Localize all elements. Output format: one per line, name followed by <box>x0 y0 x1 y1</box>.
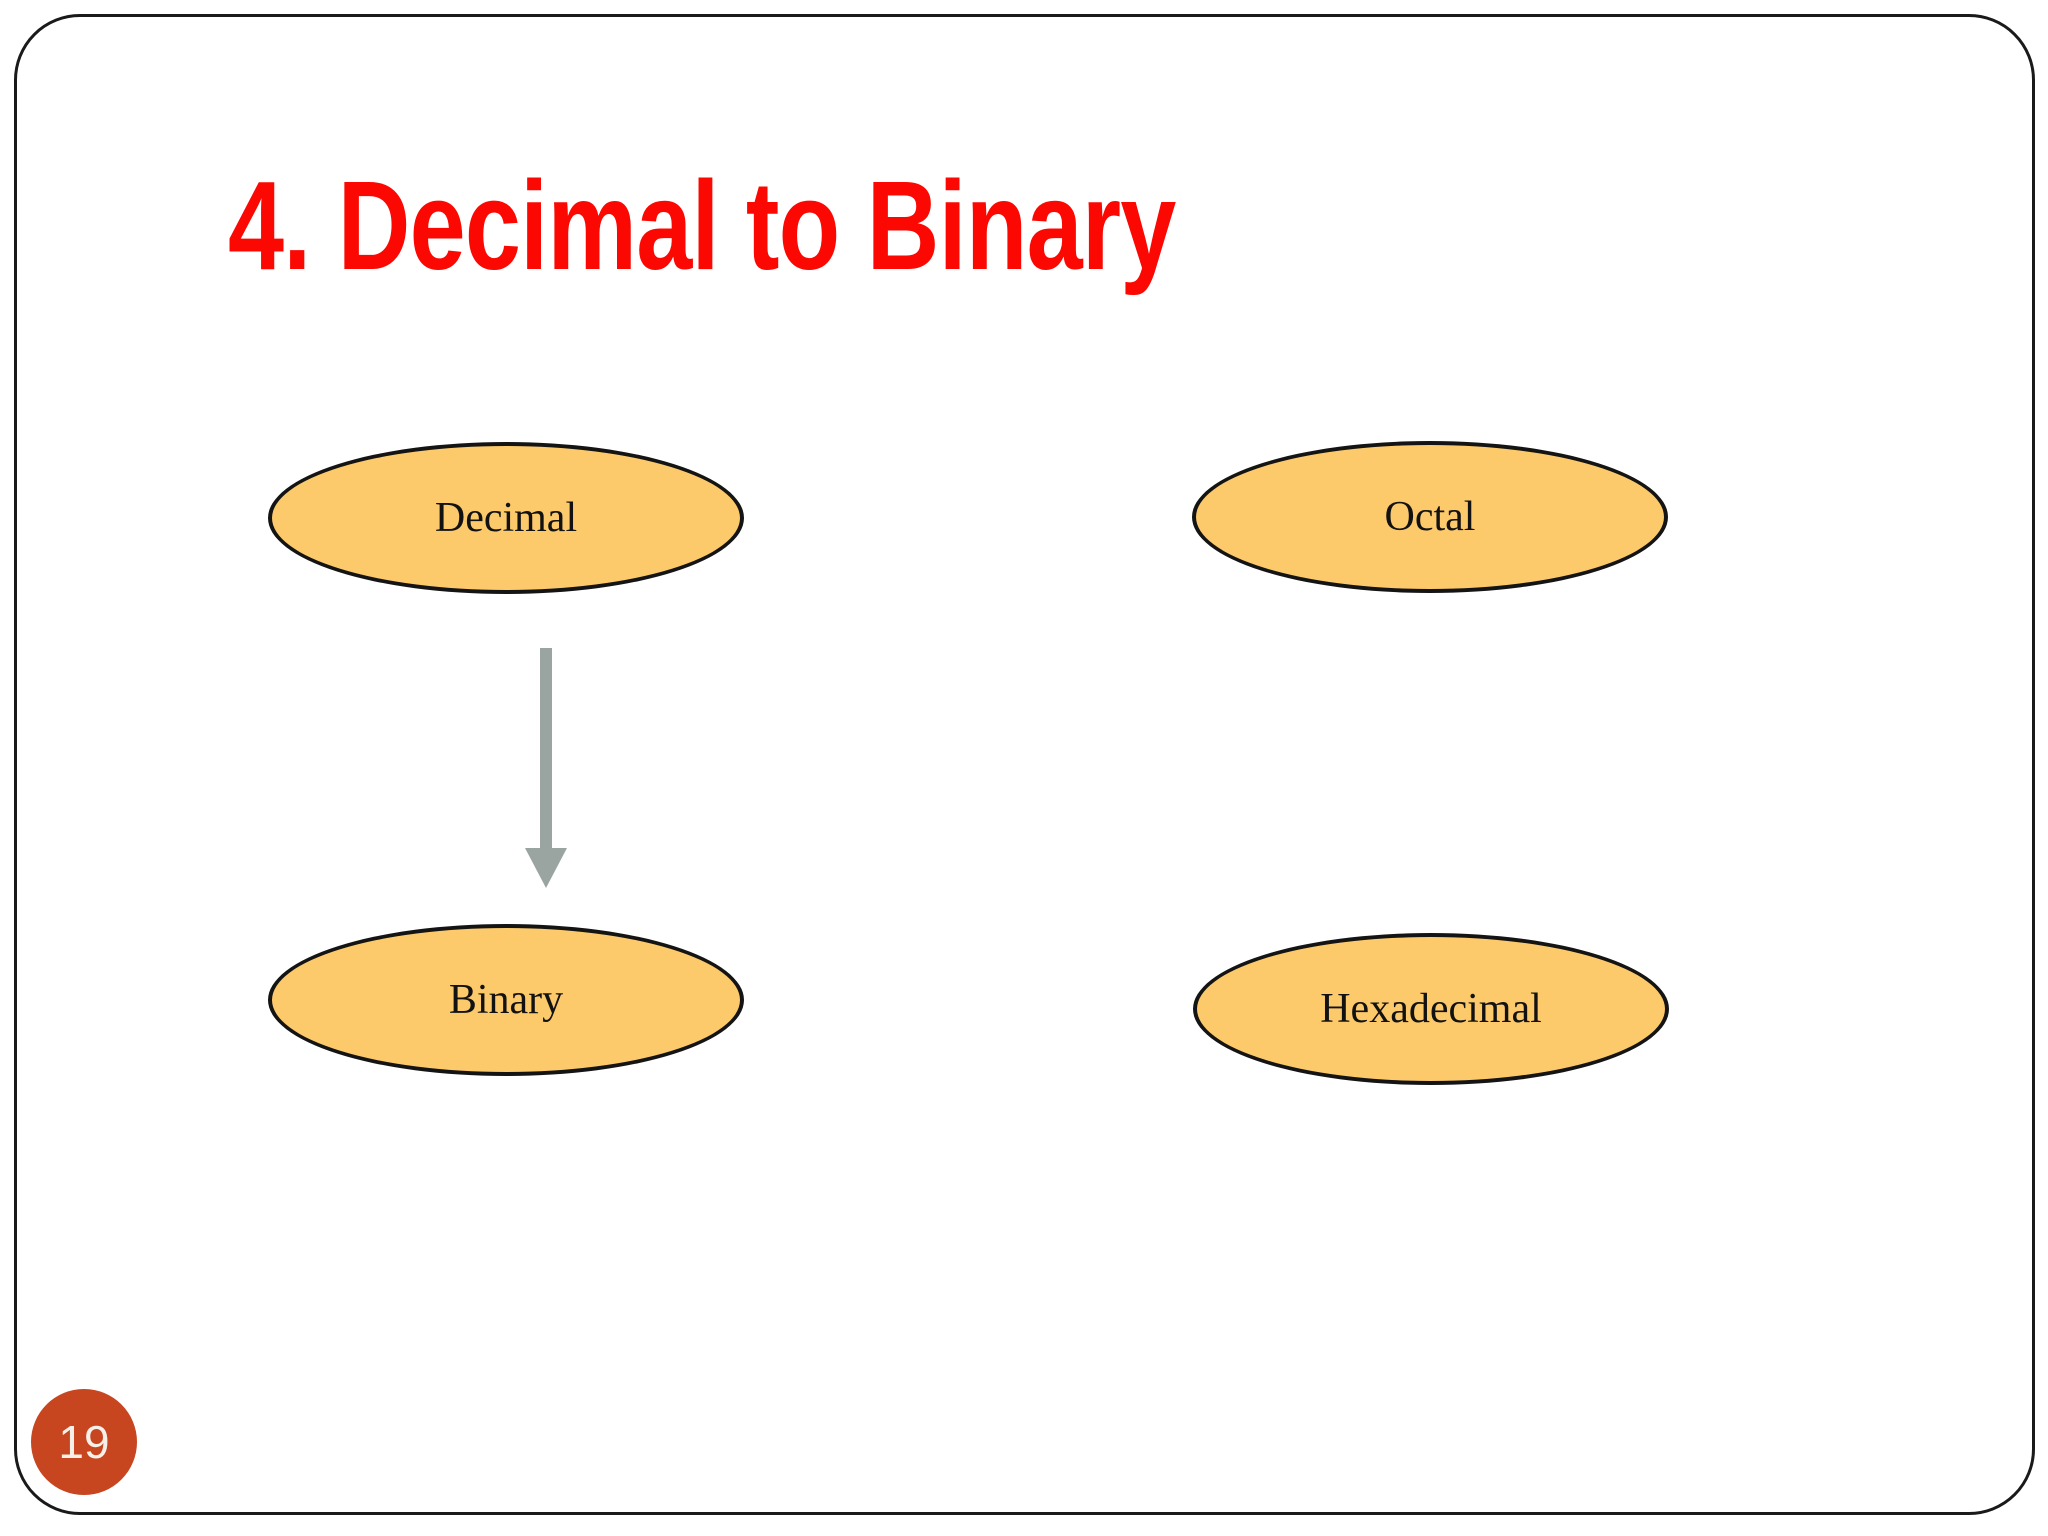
slide-title: 4. Decimal to Binary <box>228 155 1176 296</box>
node-hexadecimal: Hexadecimal <box>1193 933 1669 1085</box>
node-octal: Octal <box>1192 441 1668 593</box>
node-binary: Binary <box>268 924 744 1076</box>
slide-border <box>14 14 2035 1515</box>
node-decimal: Decimal <box>268 442 744 594</box>
page-number: 19 <box>58 1416 110 1468</box>
down-arrow-icon <box>525 648 567 888</box>
node-octal-label: Octal <box>1384 494 1476 540</box>
node-hexadecimal-label: Hexadecimal <box>1320 986 1542 1032</box>
node-decimal-label: Decimal <box>434 495 578 541</box>
node-binary-label: Binary <box>448 977 564 1023</box>
page-number-badge: 19 <box>31 1389 137 1495</box>
